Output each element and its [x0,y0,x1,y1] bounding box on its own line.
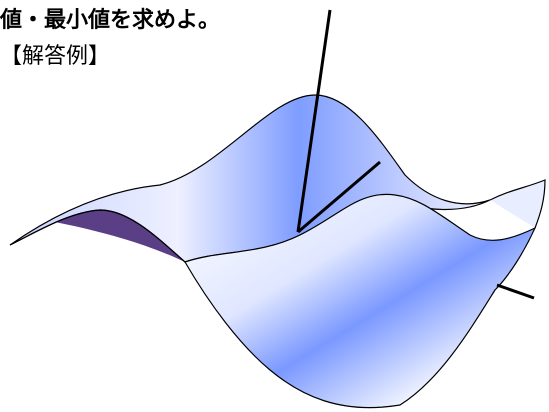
answer-example-label: 【解答例】 [0,44,111,69]
surface-right-tip [489,179,546,229]
problem-title-fragment: 値・最小値を求めよ。 [0,8,221,33]
z-axis [296,9,332,233]
y-axis [297,160,381,234]
x-axis [496,283,535,300]
surface-front [184,193,537,409]
surface-left-rim [9,209,186,263]
